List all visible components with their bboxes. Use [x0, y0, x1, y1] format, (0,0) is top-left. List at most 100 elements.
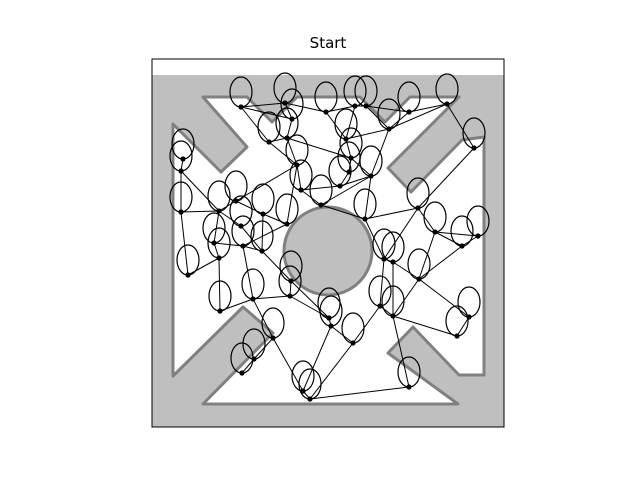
roadmap-edge — [261, 213, 264, 252]
roadmap-edge — [418, 245, 463, 280]
roadmap-edge — [392, 315, 458, 337]
roadmap-node — [289, 116, 295, 122]
roadmap-node — [282, 100, 288, 106]
roadmap-node — [239, 370, 245, 376]
roadmap-node — [216, 208, 222, 214]
roadmap-edge — [302, 325, 332, 392]
roadmap-node — [416, 276, 422, 282]
roadmap-edge — [320, 204, 366, 220]
roadmap-edge — [379, 305, 394, 317]
roadmap-node — [352, 103, 358, 109]
roadmap-node — [287, 293, 293, 299]
roadmap-edge — [408, 103, 448, 113]
roadmap-edge — [253, 337, 274, 360]
roadmap-node — [386, 126, 392, 132]
roadmap-node — [390, 313, 396, 319]
roadmap-edge — [418, 231, 436, 280]
roadmap-edge — [345, 128, 390, 140]
roadmap-edge — [180, 170, 220, 212]
roadmap-edge — [309, 342, 354, 400]
roadmap-node — [323, 109, 329, 115]
roadmap-edge — [383, 207, 419, 260]
roadmap-node — [233, 198, 239, 204]
roadmap-edge — [296, 164, 302, 191]
roadmap-node — [284, 221, 290, 227]
roadmap-node — [406, 384, 412, 390]
roadmap-edge — [388, 103, 448, 130]
roadmap-edge — [365, 105, 410, 113]
roadmap-node — [444, 101, 450, 107]
roadmap-node — [178, 209, 184, 215]
roadmap-edge — [235, 164, 298, 202]
roadmap-node — [259, 248, 265, 254]
roadmap-node — [350, 340, 356, 346]
roadmap-edge — [456, 316, 470, 337]
roadmap-edge — [240, 106, 270, 143]
plot-area — [151, 58, 505, 428]
roadmap-node — [348, 155, 354, 161]
roadmap-edge — [218, 257, 221, 312]
roadmap-nodes — [178, 100, 481, 402]
roadmap-edge — [434, 231, 479, 237]
roadmap-edge — [180, 211, 189, 276]
roadmap-node — [326, 315, 332, 321]
roadmap-node — [368, 173, 374, 179]
roadmap-edge — [446, 103, 475, 149]
roadmap-node — [266, 139, 272, 145]
roadmap-edge — [284, 102, 293, 120]
roadmap-node — [238, 104, 244, 110]
roadmap-edge — [240, 102, 286, 108]
roadmap-node — [363, 103, 369, 109]
roadmap-node — [328, 323, 334, 329]
roadmap-edge — [364, 175, 372, 220]
roadmap-node — [318, 202, 324, 208]
roadmap-edge — [235, 200, 264, 215]
roadmap-node — [300, 388, 306, 394]
roadmap-node — [377, 303, 383, 309]
roadmap-edge — [309, 386, 410, 400]
roadmap-edge — [252, 295, 291, 300]
axes-frame — [151, 58, 505, 428]
roadmap-node — [250, 296, 256, 302]
roadmap-edge — [218, 210, 242, 227]
roadmap-node — [217, 308, 223, 314]
roadmap-edge — [392, 278, 420, 317]
roadmap-edge — [261, 250, 292, 282]
roadmap-edge — [272, 337, 304, 392]
roadmap-edge — [213, 242, 220, 259]
roadmap-edge — [364, 207, 419, 220]
roadmap-node — [178, 168, 184, 174]
roadmap-node — [362, 216, 368, 222]
roadmap-node — [471, 145, 477, 151]
roadmap-node — [381, 256, 387, 262]
roadmap-edge — [286, 137, 298, 166]
roadmap-node — [432, 229, 438, 235]
roadmap-edge — [379, 258, 385, 307]
roadmap-edge — [286, 164, 298, 225]
node-footprints — [169, 72, 490, 400]
roadmap-node — [343, 136, 349, 142]
roadmap-node — [288, 278, 294, 284]
roadmap-node — [240, 243, 246, 249]
roadmap-node — [294, 162, 300, 168]
roadmap-node — [415, 205, 421, 211]
roadmap-edge — [352, 305, 381, 344]
roadmap-node — [270, 335, 276, 341]
roadmap-node — [284, 135, 290, 141]
roadmap-node — [216, 255, 222, 261]
roadmap-edge — [339, 171, 350, 187]
roadmap-edge — [364, 218, 385, 260]
roadmap-node — [475, 233, 481, 239]
roadmap-node — [346, 169, 352, 175]
roadmap-node — [466, 314, 472, 320]
roadmap-edge — [240, 106, 293, 120]
roadmap-edge — [213, 242, 244, 247]
roadmap-edge — [365, 105, 390, 130]
figure-title: Start — [310, 34, 347, 52]
roadmap-edge — [345, 105, 356, 140]
roadmap-node — [251, 356, 257, 362]
roadmap-node — [307, 396, 313, 402]
roadmap-edges — [180, 102, 479, 400]
roadmap-edge — [286, 137, 352, 159]
